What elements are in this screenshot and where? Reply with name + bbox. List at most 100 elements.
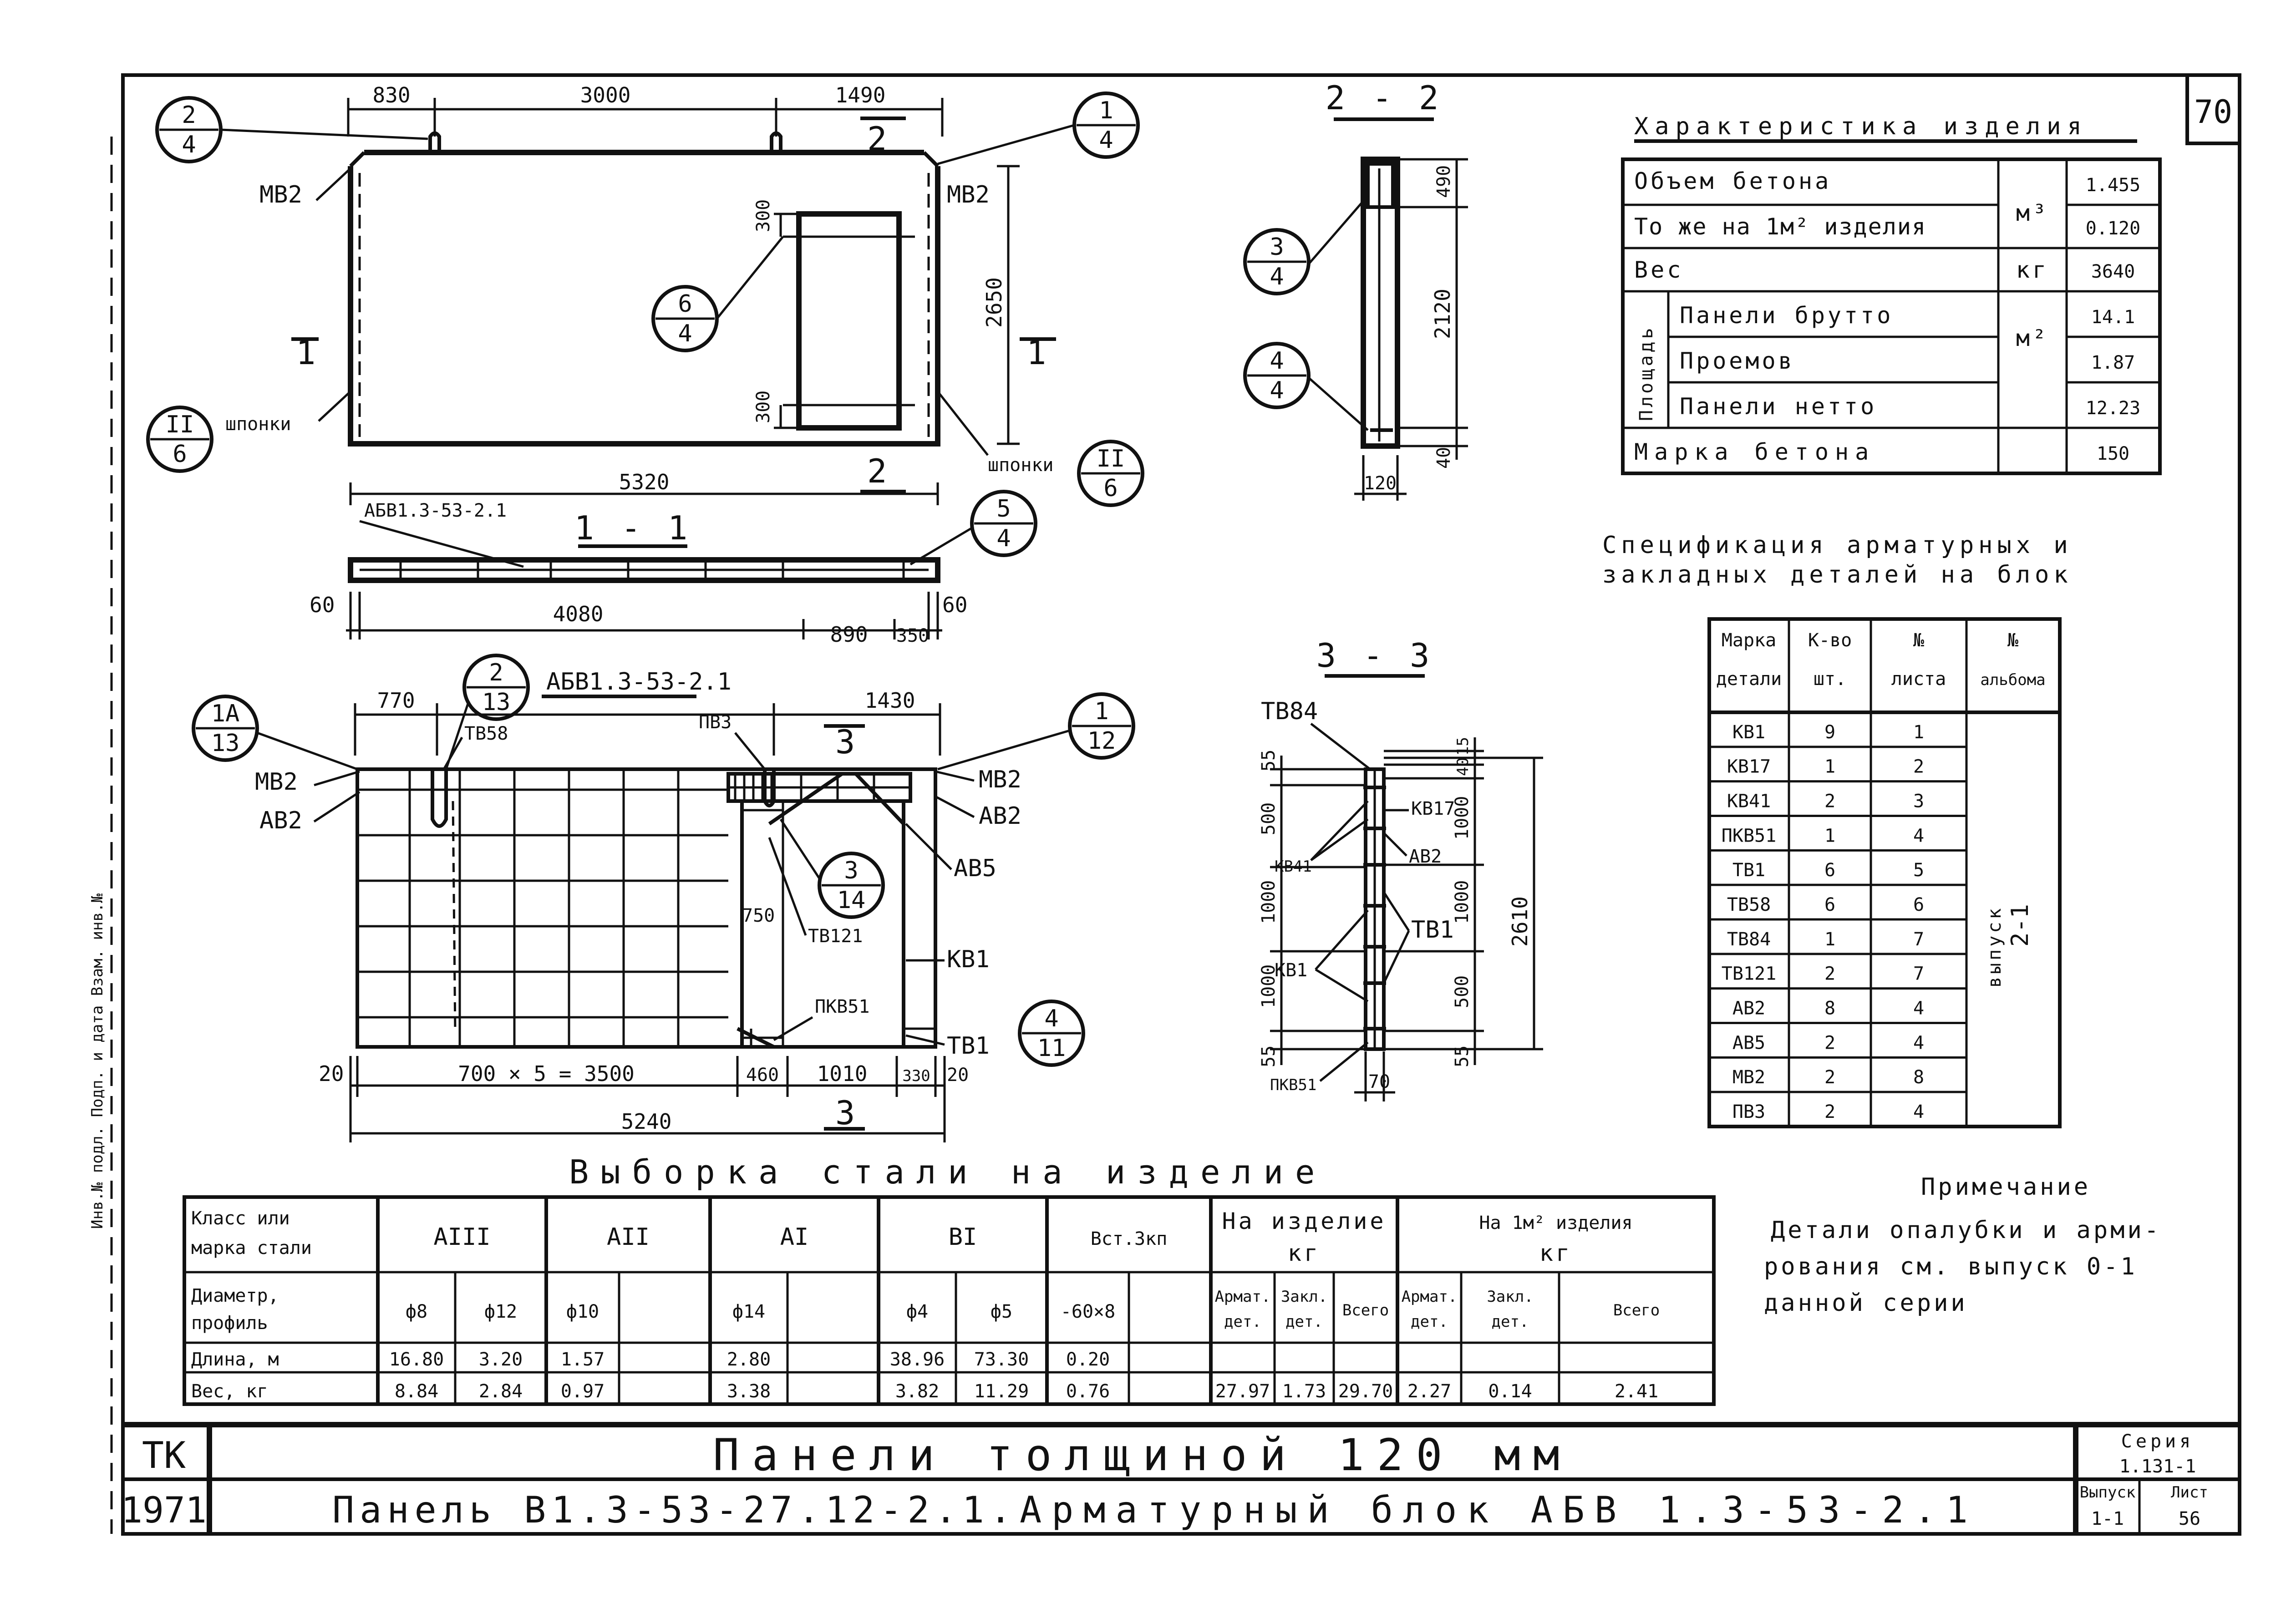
block-plan-label-mb2-right: МВ2: [979, 766, 1021, 793]
elev-cut-2-top: 2: [867, 120, 890, 158]
callout-1-12: 1 12: [937, 692, 1135, 771]
svg-text:4: 4: [1270, 263, 1284, 290]
char-row-2-name: То же на 1м² изделия: [1634, 213, 1926, 240]
section-3-3-label-pkb51: ПКВ51: [1270, 1076, 1316, 1094]
svg-text:4: 4: [996, 525, 1011, 552]
svg-text:3: 3: [844, 857, 858, 884]
svg-text:14: 14: [837, 887, 866, 914]
steel-subcol-1-line-1: Армат.: [1215, 1288, 1271, 1306]
char-row-1-name: Объем бетона: [1634, 168, 1831, 194]
steel-subcol-5-line-1: Закл.: [1487, 1288, 1533, 1306]
elev-dim-top-2: 3000: [580, 83, 631, 107]
section-3-3-label-ab2: АВ2: [1409, 846, 1442, 867]
steel-subcol-1-line-2: дет.: [1224, 1313, 1261, 1331]
steel-class-a3: АIII: [433, 1223, 490, 1251]
characteristics-title: Характеристика изделия: [1634, 113, 2088, 140]
steel-subcol-4-line-1: Армат.: [1402, 1288, 1458, 1306]
steel-weight-2: 2.84: [479, 1381, 523, 1402]
block-plan-label-tb1: ТВ1: [947, 1032, 990, 1060]
spec-row-1-col-2: 9: [1824, 722, 1835, 743]
steel-subcol-2-line-1: Закл.: [1281, 1288, 1327, 1306]
section-2-2-dim-2120: 2120: [1430, 289, 1455, 339]
main-title: Панели толщиной 120 мм: [713, 1430, 1572, 1481]
series-label: Серия: [2121, 1431, 2194, 1452]
section-3-3-dim-left-4: 1000: [1258, 964, 1279, 1008]
spec-header-mark-1: Марка: [1722, 630, 1776, 651]
spec-row-7-col-2: 1: [1824, 929, 1835, 950]
callout-1A-13: 1А 13: [192, 695, 358, 771]
section-3-3-label-tb1: ТВ1: [1411, 916, 1454, 944]
spec-row-3-col-1: КВ41: [1727, 791, 1771, 812]
section-3-3-label-tb84: ТВ84: [1261, 698, 1318, 725]
steel-weight-total-6: 2.41: [1615, 1381, 1658, 1402]
spec-row-8-col-2: 2: [1824, 964, 1835, 985]
steel-length-label: Длина, м: [191, 1349, 279, 1370]
steel-weight-1: 8.84: [395, 1381, 438, 1402]
block-plan-label-tb121: ТВ121: [808, 926, 863, 947]
elev-label-mb2-left: МВ2: [259, 181, 302, 208]
steel-subcol-4-line-2: дет.: [1411, 1313, 1448, 1331]
steel-h-class-1: Класс или: [191, 1208, 290, 1229]
issue-label: Выпуск: [2080, 1483, 2136, 1502]
elev-dim-height: 2650: [982, 277, 1006, 328]
spec-row-7-col-3: 7: [1913, 929, 1924, 950]
callout-6-4: 6 4: [651, 236, 784, 352]
char-row-7-name: Марка бетона: [1634, 439, 1875, 465]
block-plan-label-kb1: КВ1: [947, 946, 990, 973]
svg-text:II: II: [1097, 445, 1125, 472]
block-plan-label-ab2-right: АВ2: [979, 802, 1021, 830]
spec-header-sheet-2: листа: [1891, 669, 1946, 690]
page-number: 70: [2194, 93, 2232, 131]
section-3-3-dim-right-4: 1000: [1452, 880, 1473, 924]
steel-weight-5: 3.38: [727, 1381, 771, 1402]
steel-diameter-8: ф5: [991, 1301, 1012, 1322]
section-3-3-dim-total: 2610: [1508, 896, 1532, 947]
steel-subcol-5-line-2: дет.: [1492, 1313, 1529, 1331]
section-1-1-dim-60-left: 60: [310, 593, 335, 617]
issue-value: 1-1: [2091, 1508, 2124, 1529]
spec-row-6-col-3: 6: [1913, 894, 1924, 915]
spec-row-6-col-2: 6: [1824, 894, 1835, 915]
spec-header-album-1: №: [2007, 630, 2018, 651]
spec-row-11-col-3: 8: [1913, 1067, 1924, 1088]
char-row-7-value: 150: [2097, 443, 2129, 464]
block-plan-dim-20-left: 20: [319, 1061, 344, 1086]
steel-diameter-1: ф8: [406, 1301, 427, 1322]
sheet-value: 56: [2179, 1508, 2200, 1529]
char-row-1-value: 1.455: [2086, 175, 2140, 196]
svg-text:4: 4: [678, 320, 692, 347]
elev-dim-top-1: 830: [372, 83, 410, 107]
spec-row-3-col-3: 3: [1913, 791, 1924, 812]
spec-row-3-col-2: 2: [1824, 791, 1835, 812]
svg-text:4: 4: [1044, 1005, 1058, 1032]
spec-row-9-col-3: 4: [1913, 998, 1924, 1019]
section-3-3-label-kb1: КВ1: [1275, 960, 1307, 981]
svg-text:6: 6: [1103, 475, 1118, 502]
steel-title: Выборка стали на изделие: [569, 1153, 1326, 1191]
title-block: ТК 1971 Панели толщиной 120 мм Панель В1…: [121, 1422, 2240, 1534]
spec-row-12-col-1: ПВ3: [1732, 1101, 1765, 1122]
steel-length-5: 2.80: [727, 1349, 771, 1370]
section-1-1-block-label: АБВ1.3-53-2.1: [364, 500, 507, 521]
char-row-5-name: Проемов: [1680, 348, 1795, 374]
spec-row-9-col-1: АВ2: [1732, 998, 1765, 1019]
callout-II-6-left: II 6: [146, 406, 213, 473]
spec-row-12-col-3: 4: [1913, 1101, 1924, 1122]
spec-row-6-col-1: ТВ58: [1727, 894, 1771, 915]
svg-text:12: 12: [1087, 727, 1116, 755]
steel-weight-total-2: 1.73: [1282, 1381, 1326, 1402]
spec-row-8-col-3: 7: [1913, 964, 1924, 985]
steel-class-a2: АII: [607, 1223, 650, 1251]
spec-row-12-col-2: 2: [1824, 1101, 1835, 1122]
callout-2-13: 2 13: [445, 654, 530, 770]
section-1-1-dim-60-right: 60: [942, 593, 967, 617]
block-plan-horizontal-bars: [357, 788, 728, 1019]
section-3-3-dim-left-5: 55: [1258, 1045, 1279, 1067]
svg-text:13: 13: [211, 730, 240, 757]
svg-text:II: II: [166, 411, 194, 438]
section-1-1-dim-350: 350: [896, 625, 929, 646]
block-plan-label-pv3: ПВ3: [699, 712, 732, 733]
